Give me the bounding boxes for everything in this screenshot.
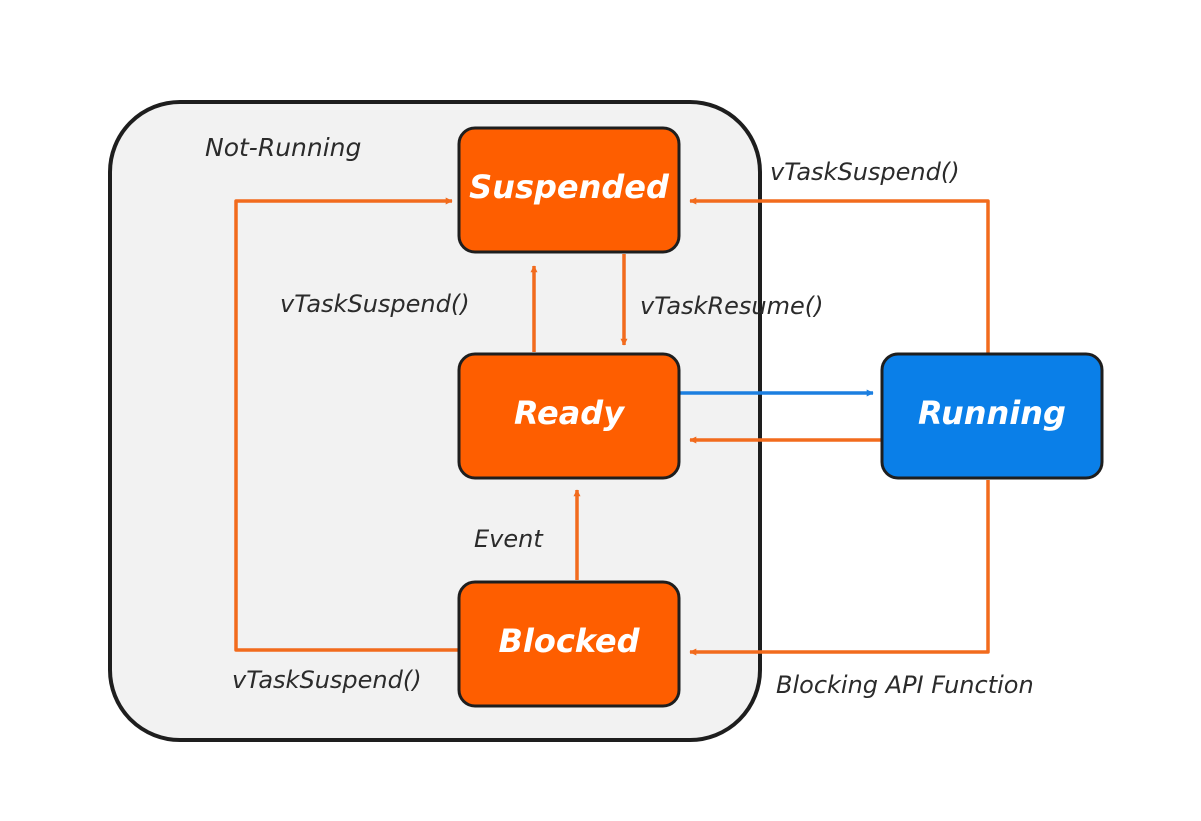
state-suspended-label: Suspended (469, 168, 670, 206)
arrow-running-to-blocked (689, 480, 990, 656)
state-suspended[interactable]: Suspended (457, 126, 681, 254)
not-running-label: Not-Running (205, 133, 361, 162)
arrow-running-to-suspended (689, 197, 990, 355)
label-running-to-blocked: Blocking API Function (776, 671, 1034, 699)
label-blocked-to-ready: Event (474, 525, 544, 553)
state-blocked-label: Blocked (498, 622, 640, 660)
label-ready-to-suspended: vTaskSuspend() (280, 290, 470, 318)
state-ready-label: Ready (514, 394, 625, 432)
arrow-blocked-to-suspended (234, 197, 460, 652)
state-running[interactable]: Running (880, 352, 1104, 480)
state-running-label: Running (918, 394, 1066, 432)
label-blocked-to-suspended: vTaskSuspend() (232, 666, 422, 694)
state-blocked[interactable]: Blocked (457, 580, 681, 708)
label-suspended-to-ready: vTaskResume() (640, 292, 823, 320)
state-ready[interactable]: Ready (457, 352, 681, 480)
label-running-to-suspended: vTaskSuspend() (770, 158, 960, 186)
